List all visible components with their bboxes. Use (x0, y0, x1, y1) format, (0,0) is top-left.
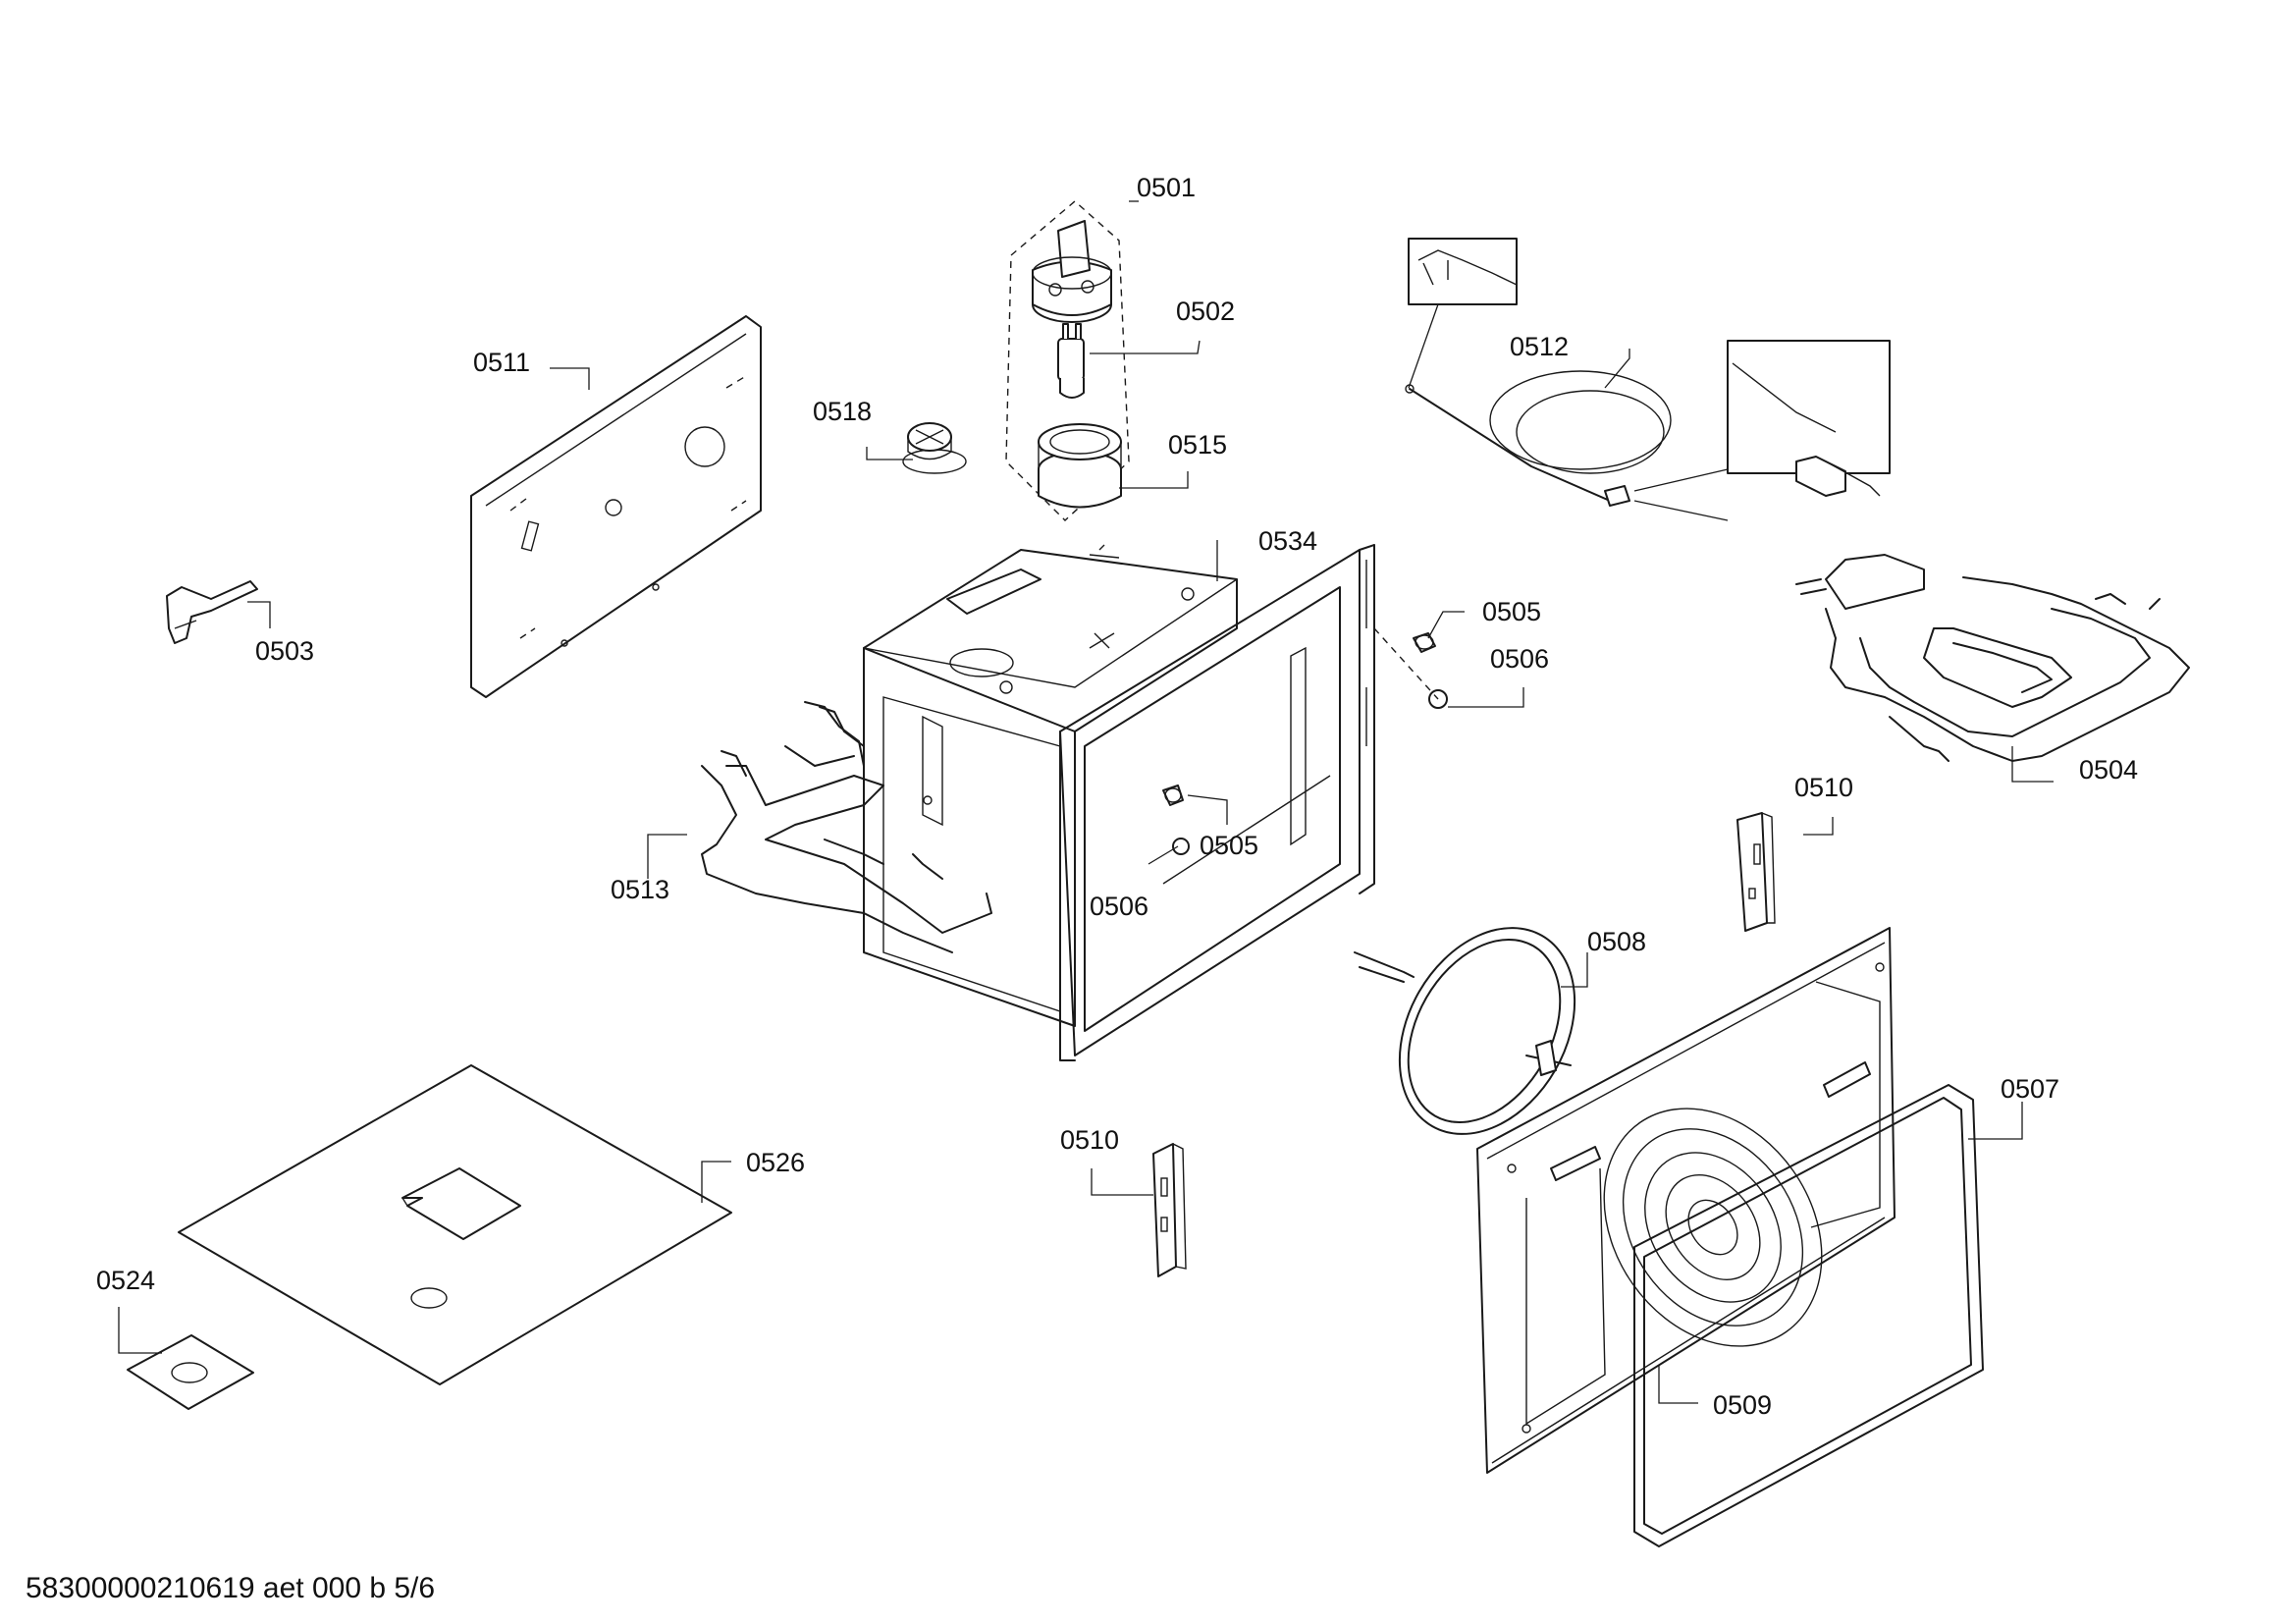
callout-0515: 0515 (1168, 430, 1227, 460)
callout-0507: 0507 (2001, 1074, 2059, 1104)
callout-0502: 0502 (1176, 297, 1235, 326)
part-0509-gasket (1633, 1084, 1984, 1547)
part-0505-upper (1413, 632, 1436, 653)
callout-0524: 0524 (96, 1266, 155, 1295)
part-0524-pad (127, 1334, 254, 1410)
part-0510-upper-bracket (1736, 812, 1776, 932)
callout-0503: 0503 (255, 636, 314, 666)
callout-0504: 0504 (2079, 755, 2138, 785)
part-0512-temperature-sensor (1405, 238, 1891, 521)
part-0518-bushing (902, 422, 967, 474)
part-0513-bottom-heater (701, 701, 992, 953)
callout-0505-upper: 0505 (1482, 597, 1541, 626)
callout-0513: 0513 (611, 875, 669, 904)
callout-0506-upper: 0506 (1490, 644, 1549, 674)
callout-0526: 0526 (746, 1148, 805, 1177)
callout-0501: 0501 (1137, 173, 1196, 202)
callout-0534: 0534 (1258, 526, 1317, 556)
dashed-axis (1373, 627, 1439, 700)
part-0534-oven-cavity (863, 544, 1375, 1061)
part-0504-grill-element (1795, 554, 2190, 762)
part-0507-fan-cover (1476, 927, 1896, 1474)
callout-0511: 0511 (473, 348, 530, 377)
callout-0509: 0509 (1713, 1390, 1772, 1420)
callout-labels: 0501 0502 0515 0518 0511 0503 0512 0534 … (96, 173, 2138, 1420)
leader-lines (118, 200, 2054, 1404)
part-0505-lower (1162, 785, 1184, 806)
callout-0512: 0512 (1510, 332, 1569, 361)
callout-0518: 0518 (813, 397, 872, 426)
part-0510-lower-bracket (1152, 1143, 1187, 1277)
callout-0505-lower: 0505 (1200, 831, 1258, 860)
callout-0506-lower: 0506 (1090, 892, 1148, 921)
document-footer-id: 58300000210619 aet 000 b 5/6 (26, 1572, 435, 1604)
part-0503-bracket (166, 580, 258, 644)
part-0526-base-plate (178, 1064, 732, 1385)
callout-0510-lower: 0510 (1060, 1125, 1119, 1155)
part-0511-rear-panel (470, 315, 762, 698)
callout-0510-upper: 0510 (1794, 773, 1853, 802)
part-0508-ring-heater (1354, 927, 1576, 1135)
part-0506-lower (1172, 838, 1190, 855)
part-0501-lamp-group (1005, 200, 1130, 521)
callout-0508: 0508 (1587, 927, 1646, 956)
